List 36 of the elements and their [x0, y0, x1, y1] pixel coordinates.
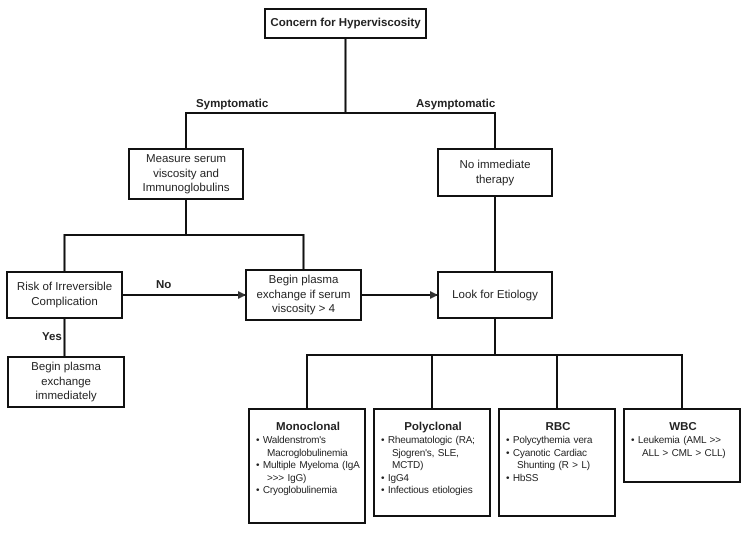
- category-box: [373, 408, 491, 517]
- process-box: Risk of Irreversible Complication: [6, 271, 123, 319]
- box-heading: Monoclonal: [276, 420, 340, 434]
- connector-line: [344, 39, 496, 148]
- process-box: Measure serum viscosity and Immunoglobulins: [128, 148, 244, 200]
- arrow: [362, 291, 438, 299]
- arrow: [123, 291, 246, 299]
- connector-line: [64, 319, 66, 356]
- edge-label: Symptomatic: [196, 98, 268, 110]
- category-box: [248, 408, 366, 524]
- box-heading: Polyclonal: [404, 420, 462, 434]
- list-item: • Cyanotic Cardiac Shunting (R > L): [506, 448, 591, 473]
- process-box: Concern for Hyperviscosity: [264, 8, 427, 39]
- box-heading: WBC: [669, 420, 697, 434]
- list-item: • Waldenstrom's Macroglobulinemia: [256, 435, 349, 460]
- list-item: • Rheumatologic (RA; Sjogren's, SLE, MCTD): [381, 435, 476, 473]
- list-item: • Leukemia (AML >> ALL > CML > CLL): [631, 435, 726, 460]
- list-item: • HbSS: [506, 472, 540, 486]
- process-box: Begin plasma exchange immediately: [7, 356, 125, 408]
- process-box: Begin plasma exchange if serum viscosity > 4: [245, 269, 362, 321]
- process-box: No immediate therapy: [437, 148, 553, 197]
- connector-line: [494, 197, 496, 271]
- edge-label: Asymptomatic: [416, 98, 496, 110]
- edge-label: No: [156, 279, 172, 291]
- category-box: [623, 408, 741, 483]
- connector-line: [494, 319, 683, 408]
- list-item: • Multiple Myeloma (IgA >>> IgG): [256, 460, 360, 486]
- edge-label: Yes: [42, 331, 62, 343]
- list-item: • Infectious etiologies: [381, 485, 474, 498]
- list-item: • IgG4: [381, 472, 410, 486]
- box-heading: RBC: [546, 420, 570, 434]
- list-item: • Cryoglobulinemia: [256, 485, 338, 498]
- category-box: [498, 408, 616, 517]
- process-box: Look for Etiology: [437, 271, 553, 319]
- list-item: • Polycythemia vera: [506, 435, 594, 448]
- connector-line: [185, 200, 304, 269]
